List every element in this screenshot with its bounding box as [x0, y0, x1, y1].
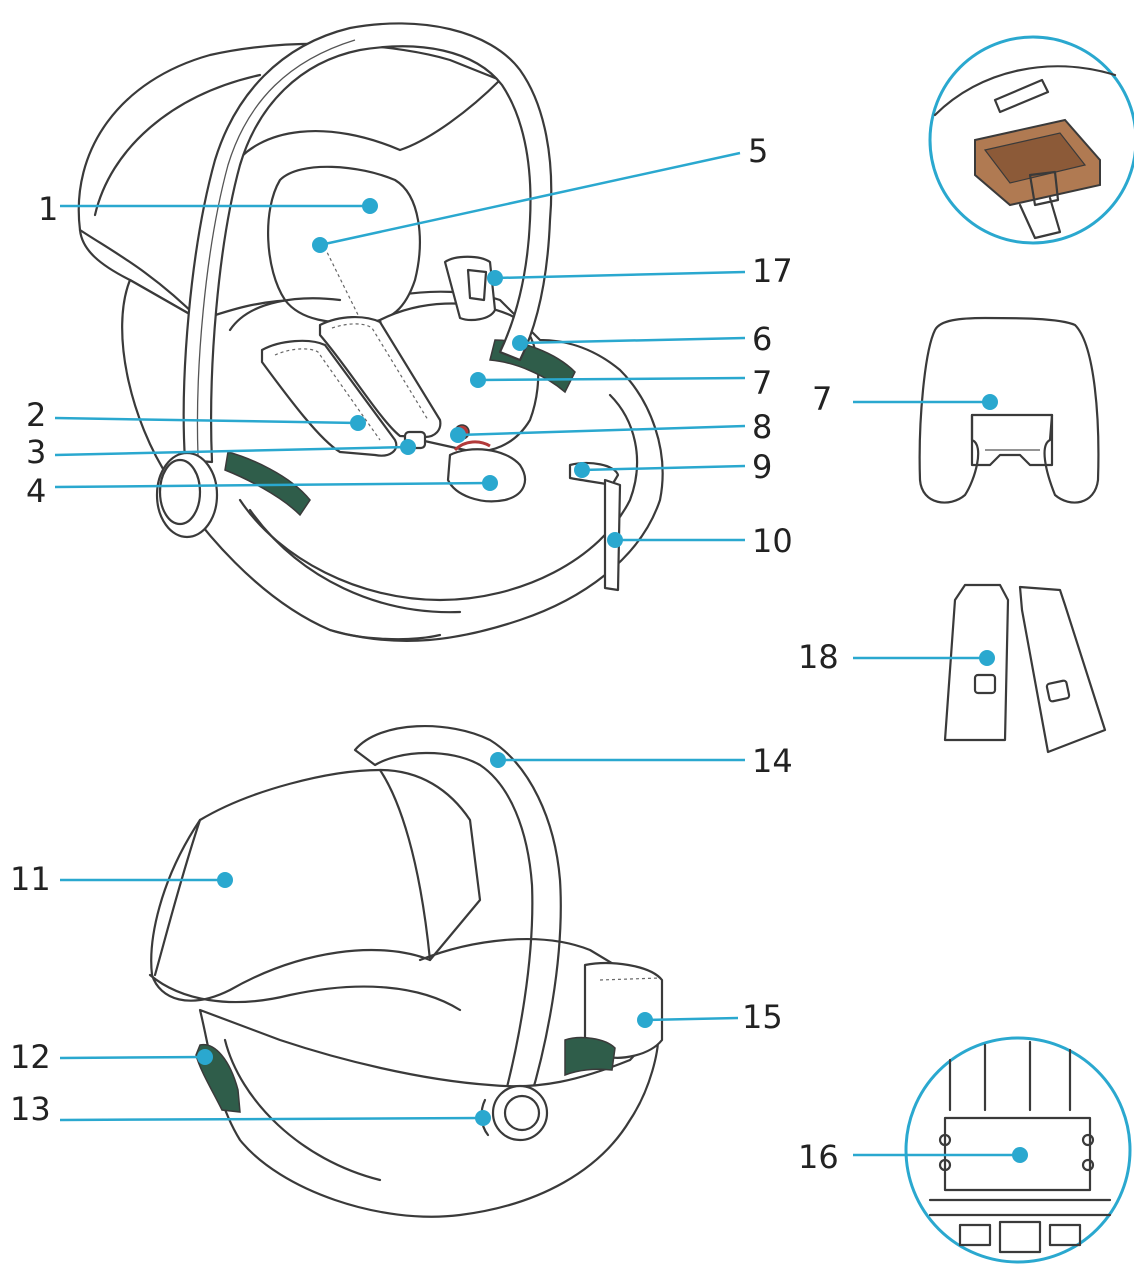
leader-line-8: [457, 424, 746, 437]
leader-line-12: [59, 1055, 206, 1060]
callout-label-13: 13: [10, 1090, 51, 1128]
callout-label-15: 15: [742, 998, 783, 1036]
callout-dot-12: [197, 1049, 213, 1065]
callout-dot-14: [490, 752, 506, 768]
callout-label-9: 9: [752, 448, 772, 486]
belt-clip-detail-inset: [928, 35, 1134, 245]
leader-line-15: [644, 1016, 739, 1022]
callout-dot-6: [512, 335, 528, 351]
callout-dot-7: [470, 372, 486, 388]
callout-label-3: 3: [26, 433, 46, 471]
adapters: [943, 583, 1107, 754]
leader-line-3: [54, 445, 409, 457]
car-seat-front-view: [77, 22, 664, 642]
callout-dot-11: [217, 872, 233, 888]
leader-line-2: [54, 416, 359, 425]
callout-dot-16: [1012, 1147, 1028, 1163]
callout-label-18: 18: [798, 638, 839, 676]
callout-label-10: 10: [752, 522, 793, 560]
callout-label-14: 14: [752, 742, 793, 780]
callout-dot-2: [350, 415, 366, 431]
callout-label-12: 12: [10, 1038, 51, 1076]
callout-dot-17: [487, 270, 503, 286]
callout-dot-5: [312, 237, 328, 253]
callout-dot-18: [979, 650, 995, 666]
callout-dot-7: [982, 394, 998, 410]
strap-guide-left: [224, 451, 311, 517]
callout-label-7: 7: [812, 380, 832, 418]
callout-label-6: 6: [752, 320, 772, 358]
callout-label-8: 8: [752, 408, 772, 446]
strap-guide-rear-right: [564, 1036, 616, 1077]
leader-line-6: [519, 336, 746, 345]
callout-label-7: 7: [752, 364, 772, 402]
leader-line-17: [494, 270, 746, 280]
callout-dot-8: [450, 427, 466, 443]
callout-dot-9: [574, 462, 590, 478]
leader-line-9: [581, 464, 746, 472]
car-seat-rear-view: [148, 724, 664, 1218]
leader-line-13: [59, 1116, 484, 1122]
leader-line-5: [319, 151, 741, 247]
callout-label-5: 5: [748, 132, 768, 170]
head-insert-detached: [918, 316, 1100, 504]
callout-dot-13: [475, 1110, 491, 1126]
callout-label-2: 2: [26, 396, 46, 434]
callout-dot-15: [637, 1012, 653, 1028]
callout-label-17: 17: [752, 252, 793, 290]
callout-label-1: 1: [38, 190, 58, 228]
callout-dot-4: [482, 475, 498, 491]
callout-dot-10: [607, 532, 623, 548]
callout-dot-3: [400, 439, 416, 455]
callout-dot-1: [362, 198, 378, 214]
leader-line-4: [54, 481, 491, 489]
leader-line-7: [477, 376, 746, 382]
callout-label-11: 11: [10, 860, 51, 898]
callout-label-16: 16: [798, 1138, 839, 1176]
callout-label-4: 4: [26, 472, 46, 510]
